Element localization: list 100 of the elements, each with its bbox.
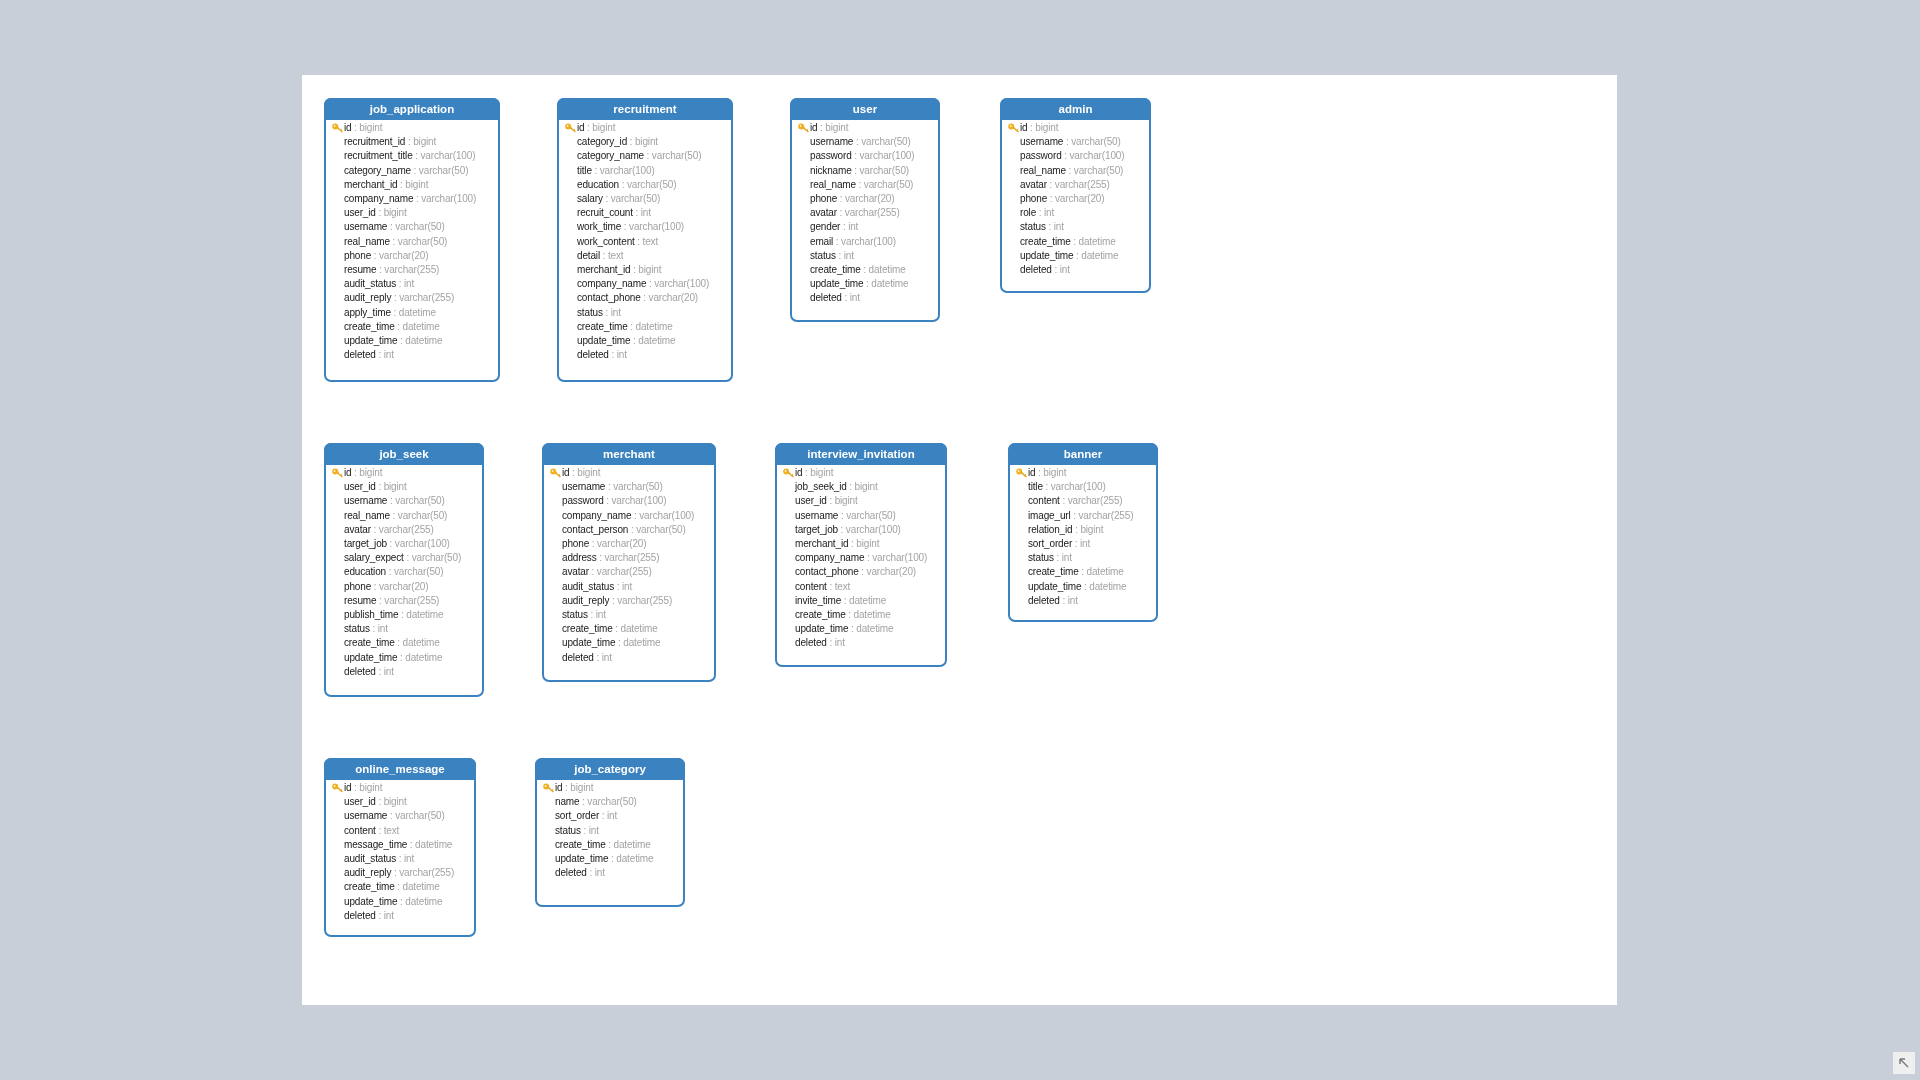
column-definition: deleted : int bbox=[562, 650, 612, 665]
column-definition: recruitment_id : bigint bbox=[344, 135, 437, 150]
column-definition: deleted : int bbox=[344, 348, 394, 363]
column-definition: education : varchar(50) bbox=[344, 565, 444, 580]
column-definition: status : int bbox=[577, 305, 621, 320]
column-definition: create_time : datetime bbox=[344, 880, 440, 895]
column-definition: status : int bbox=[1020, 220, 1064, 235]
column-definition: apply_time : datetime bbox=[344, 305, 436, 320]
column-definition: phone : varchar(20) bbox=[344, 579, 429, 594]
column-definition: address : varchar(255) bbox=[562, 551, 660, 566]
column-definition: user_id : bigint bbox=[344, 206, 407, 221]
column-definition: deleted : int bbox=[795, 636, 845, 651]
table-box bbox=[324, 758, 476, 937]
column-definition: phone : varchar(20) bbox=[562, 537, 647, 551]
column-definition: deleted : int bbox=[555, 866, 605, 881]
column-definition: job_seek_id : bigint bbox=[795, 480, 878, 495]
column-definition: audit_status : int bbox=[562, 579, 633, 594]
column-definition: status : int bbox=[562, 608, 606, 622]
column-definition: name : varchar(50) bbox=[555, 795, 637, 810]
column-definition: avatar : varchar(255) bbox=[562, 565, 652, 580]
column-definition: education : varchar(50) bbox=[577, 177, 677, 192]
column-definition: username : varchar(50) bbox=[344, 494, 445, 509]
table-header: job_seek bbox=[324, 443, 484, 465]
table-box bbox=[775, 443, 947, 667]
column-definition: sort_order : int bbox=[555, 809, 618, 824]
column-definition: create_time : datetime bbox=[555, 837, 651, 852]
column-definition: id : bigint bbox=[795, 466, 834, 480]
column-definition: password : varchar(100) bbox=[810, 149, 915, 164]
column-definition: merchant_id : bigint bbox=[577, 263, 662, 277]
table-box bbox=[535, 758, 685, 907]
column-definition: create_time : datetime bbox=[344, 319, 440, 334]
column-definition: content : text bbox=[344, 823, 400, 838]
column-definition: create_time : datetime bbox=[562, 622, 658, 637]
table-header: merchant bbox=[542, 443, 716, 465]
column-definition: company_name : varchar(100) bbox=[562, 508, 695, 523]
column-definition: deleted : int bbox=[577, 348, 627, 363]
column-definition: deleted : int bbox=[1028, 593, 1078, 608]
column-definition: audit_reply : varchar(255) bbox=[344, 866, 455, 881]
column-definition: id : bigint bbox=[344, 121, 383, 135]
column-definition: id : bigint bbox=[344, 466, 383, 480]
column-definition: audit_status : int bbox=[344, 852, 415, 866]
column-definition: category_id : bigint bbox=[577, 135, 658, 150]
column-definition: avatar : varchar(255) bbox=[344, 522, 434, 537]
column-definition: username : varchar(50) bbox=[562, 480, 663, 495]
column-definition: update_time : datetime bbox=[810, 277, 909, 292]
column-definition: content : text bbox=[795, 579, 851, 594]
column-definition: work_time : varchar(100) bbox=[577, 220, 684, 235]
column-definition: status : int bbox=[1028, 551, 1072, 566]
column-definition: id : bigint bbox=[562, 466, 601, 480]
column-definition: update_time : datetime bbox=[562, 636, 661, 651]
column-definition: title : varchar(100) bbox=[577, 163, 655, 178]
table-header: recruitment bbox=[557, 98, 733, 120]
column-definition: salary : varchar(50) bbox=[577, 192, 661, 206]
column-definition: deleted : int bbox=[1020, 263, 1070, 277]
column-definition: user_id : bigint bbox=[795, 494, 858, 509]
column-definition: merchant_id : bigint bbox=[344, 177, 429, 192]
table-header: banner bbox=[1008, 443, 1158, 465]
column-definition: username : varchar(50) bbox=[810, 135, 911, 150]
column-definition: category_name : varchar(50) bbox=[344, 163, 469, 178]
column-definition: merchant_id : bigint bbox=[795, 537, 880, 551]
column-definition: update_time : datetime bbox=[1020, 248, 1119, 263]
column-definition: real_name : varchar(50) bbox=[344, 234, 448, 249]
column-definition: username : varchar(50) bbox=[344, 809, 445, 824]
column-definition: update_time : datetime bbox=[795, 622, 894, 637]
column-definition: phone : varchar(20) bbox=[1020, 192, 1105, 206]
column-definition: create_time : datetime bbox=[577, 319, 673, 334]
column-definition: deleted : int bbox=[810, 291, 860, 306]
column-definition: username : varchar(50) bbox=[1020, 135, 1121, 150]
column-definition: create_time : datetime bbox=[1028, 565, 1124, 580]
column-definition: username : varchar(50) bbox=[795, 508, 896, 523]
column-definition: company_name : varchar(100) bbox=[344, 192, 477, 206]
column-definition: resume : varchar(255) bbox=[344, 263, 440, 277]
table-header: admin bbox=[1000, 98, 1151, 120]
table-box bbox=[324, 98, 500, 382]
column-definition: salary_expect : varchar(50) bbox=[344, 551, 462, 566]
column-definition: real_name : varchar(50) bbox=[344, 508, 448, 523]
column-definition: target_job : varchar(100) bbox=[795, 522, 901, 537]
column-definition: password : varchar(100) bbox=[562, 494, 667, 509]
column-definition: recruitment_title : varchar(100) bbox=[344, 149, 476, 164]
table-header: interview_invitation bbox=[775, 443, 947, 465]
column-definition: id : bigint bbox=[1020, 121, 1059, 135]
column-definition: create_time : datetime bbox=[795, 608, 891, 622]
column-definition: create_time : datetime bbox=[810, 263, 906, 277]
column-definition: id : bigint bbox=[577, 121, 616, 135]
column-definition: category_name : varchar(50) bbox=[577, 149, 702, 164]
column-definition: publish_time : datetime bbox=[344, 608, 444, 622]
column-definition: avatar : varchar(255) bbox=[1020, 177, 1110, 192]
table-box bbox=[557, 98, 733, 382]
table-box bbox=[324, 443, 484, 697]
column-definition: user_id : bigint bbox=[344, 795, 407, 810]
column-definition: message_time : datetime bbox=[344, 837, 453, 852]
table-box bbox=[1000, 98, 1151, 293]
column-definition: company_name : varchar(100) bbox=[795, 551, 928, 566]
table-box bbox=[1008, 443, 1158, 622]
table-box bbox=[542, 443, 716, 682]
column-definition: real_name : varchar(50) bbox=[810, 177, 914, 192]
column-definition: relation_id : bigint bbox=[1028, 522, 1104, 537]
column-definition: user_id : bigint bbox=[344, 480, 407, 495]
column-definition: nickname : varchar(50) bbox=[810, 163, 909, 178]
column-definition: contact_person : varchar(50) bbox=[562, 522, 686, 537]
